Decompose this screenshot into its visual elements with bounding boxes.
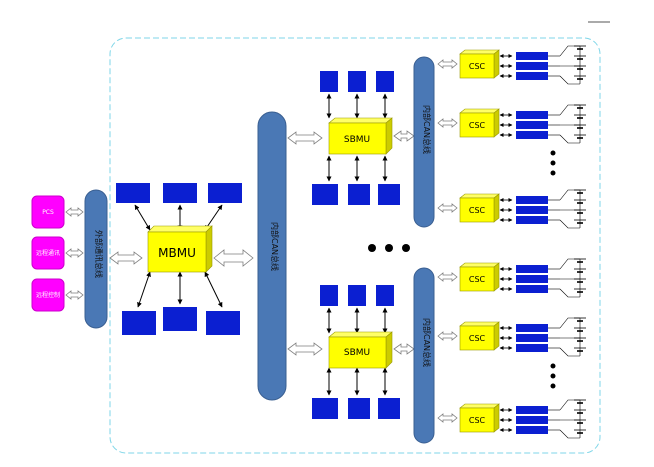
external-bus-label: 外部通讯总线 (94, 230, 104, 278)
internal-bus-label: 内部CAN总线 (422, 318, 432, 367)
csc-box-top (459, 321, 500, 327)
ellipsis-dot (550, 160, 556, 166)
hollow-arrow (437, 118, 458, 128)
csc-box-side (493, 49, 500, 79)
battery-string (559, 104, 581, 144)
sbmu-label: SBMU (344, 348, 370, 358)
csc-layer: CSC CSC CSC CSC CSC CSC (437, 45, 586, 439)
csc-box (459, 197, 495, 223)
internal-bus-label: 内部CAN总线 (422, 105, 432, 154)
cell-module (516, 426, 548, 434)
csc-label: CSC (469, 62, 486, 71)
csc-group: CSC (437, 399, 586, 439)
ellipsis-dot (550, 363, 556, 369)
hollow-arrow-mbmu-bus (213, 249, 254, 267)
cell-module (516, 275, 548, 283)
ellipsis-dot (550, 150, 556, 156)
hollow-arrow (437, 272, 458, 282)
csc-group: CSC (437, 258, 586, 298)
csc-group: CSC (437, 104, 586, 144)
mbmu-unit: MBMU (147, 225, 213, 273)
csc-box (459, 407, 495, 433)
csc-label: CSC (469, 416, 486, 425)
cell-module (516, 121, 548, 129)
hollow-arrow (437, 413, 458, 423)
csc-label: CSC (469, 206, 486, 215)
battery-string (559, 317, 581, 357)
sbmu-group-top: SBMU (312, 71, 400, 205)
cell-module (516, 324, 548, 332)
csc-group: CSC (437, 189, 586, 229)
external-input-label: PCS (42, 209, 54, 216)
external-input-pcs: PCS (31, 195, 65, 229)
csc-box-side (493, 403, 500, 433)
ellipsis-dots-center (368, 244, 410, 252)
csc-box (459, 325, 495, 351)
system-boundary (109, 37, 601, 454)
csc-box-top (459, 193, 500, 199)
csc-box-side (493, 108, 500, 138)
external-input-label: 远程通讯 (36, 249, 60, 257)
cell-module (516, 196, 548, 204)
external-input-remote-comm: 远程通讯 (31, 236, 65, 270)
cell-module (516, 111, 548, 119)
hollow-arrows-sbmu (287, 130, 415, 356)
cell-module (516, 265, 548, 273)
external-comm-bus: 外部通讯总线 (84, 189, 108, 329)
ellipsis-dot (550, 170, 556, 176)
mbmu-top-modules (116, 183, 242, 203)
csc-box-top (459, 262, 500, 268)
cell-module (516, 131, 548, 139)
sbmu-group-bottom: SBMU (312, 285, 400, 419)
battery-string (559, 399, 581, 439)
hollow-arrow (437, 203, 458, 213)
csc-box (459, 266, 495, 292)
csc-box-side (493, 193, 500, 223)
csc-group: CSC (437, 45, 586, 85)
csc-label: CSC (469, 275, 486, 284)
cell-module (516, 344, 548, 352)
cell-module (516, 216, 548, 224)
csc-box-top (459, 403, 500, 409)
csc-box-side (493, 321, 500, 351)
battery-string (559, 189, 581, 229)
external-input-remote-control: 远程控制 (31, 278, 65, 312)
right-internal-can-bus-bottom: 内部CAN总线 (413, 267, 435, 444)
battery-string (559, 45, 581, 85)
ellipsis-dot (550, 383, 556, 389)
internal-bus-label: 内部CAN总线 (270, 222, 280, 271)
mbmu-bottom-modules (122, 307, 240, 335)
cell-module (516, 206, 548, 214)
cell-module (516, 62, 548, 70)
csc-box-side (493, 262, 500, 292)
right-internal-can-bus-top: 内部CAN总线 (413, 56, 435, 228)
csc-box-top (459, 49, 500, 55)
csc-label: CSC (469, 121, 486, 130)
ellipsis-dot (550, 373, 556, 379)
csc-group: CSC (437, 317, 586, 357)
cell-module (516, 285, 548, 293)
csc-label: CSC (469, 334, 486, 343)
csc-box (459, 112, 495, 138)
hollow-arrow (437, 59, 458, 69)
mbmu-label: MBMU (158, 246, 196, 260)
hollow-arrows-external (65, 207, 143, 300)
cell-module (516, 406, 548, 414)
cell-module (516, 334, 548, 342)
battery-string (559, 258, 581, 298)
external-input-label: 远程控制 (36, 291, 60, 299)
sbmu-label: SBMU (344, 135, 370, 145)
cell-module (516, 72, 548, 80)
csc-box (459, 53, 495, 79)
cell-module (516, 416, 548, 424)
cell-module (516, 52, 548, 60)
csc-box-top (459, 108, 500, 114)
central-internal-can-bus: 内部CAN总线 (257, 111, 287, 401)
hollow-arrow (437, 331, 458, 341)
